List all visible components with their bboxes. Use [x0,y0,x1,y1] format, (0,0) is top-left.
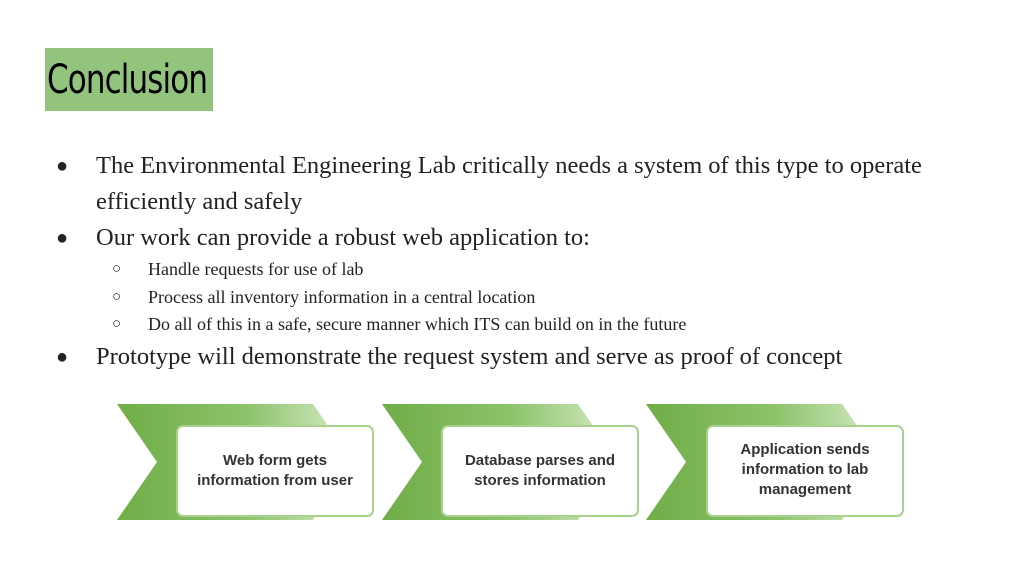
step-label-1: Web form gets information from user [197,452,353,489]
sub-bullet-text: Do all of this in a safe, secure manner … [148,314,687,334]
step-card-1 [176,425,374,517]
sub-bullet-text: Process all inventory information in a c… [148,286,536,307]
slide-title: Conclusion [47,56,208,103]
bullet-icon: ● [56,155,69,177]
bullet-item: ● Our work can provide a robust web appl… [56,220,996,256]
bullet-icon: ● [56,227,69,249]
bullet-list: ● The Environmental Engineering Lab crit… [56,148,996,375]
bullet-text: Prototype will demonstrate the request s… [96,342,843,370]
sub-bullet-icon: ○ [112,316,122,332]
bullet-text: Our work can provide a robust web applic… [96,224,590,251]
bullet-item: ● The Environmental Engineering Lab crit… [56,148,996,220]
bullet-item: ● Prototype will demonstrate the request… [56,339,996,375]
sub-bullet-icon: ○ [112,261,122,277]
bullet-text: The Environmental Engineering Lab critic… [96,152,922,215]
step-card-3 [706,425,904,517]
sub-bullet-icon: ○ [112,288,122,305]
bullet-icon: ● [56,345,69,368]
sub-bullet-text: Handle requests for use of lab [148,259,364,279]
title-highlight: Conclusion [45,48,213,111]
sub-bullet-item: ○ Handle requests for use of lab [56,256,996,284]
step-label-2: Database parses and stores information [464,452,616,489]
step-label-3: Application sends information to lab man… [740,441,870,498]
step-card-2 [441,425,639,517]
sub-bullet-item: ○ Process all inventory information in a… [56,284,996,312]
sub-bullet-item: ○ Do all of this in a safe, secure manne… [56,311,996,339]
